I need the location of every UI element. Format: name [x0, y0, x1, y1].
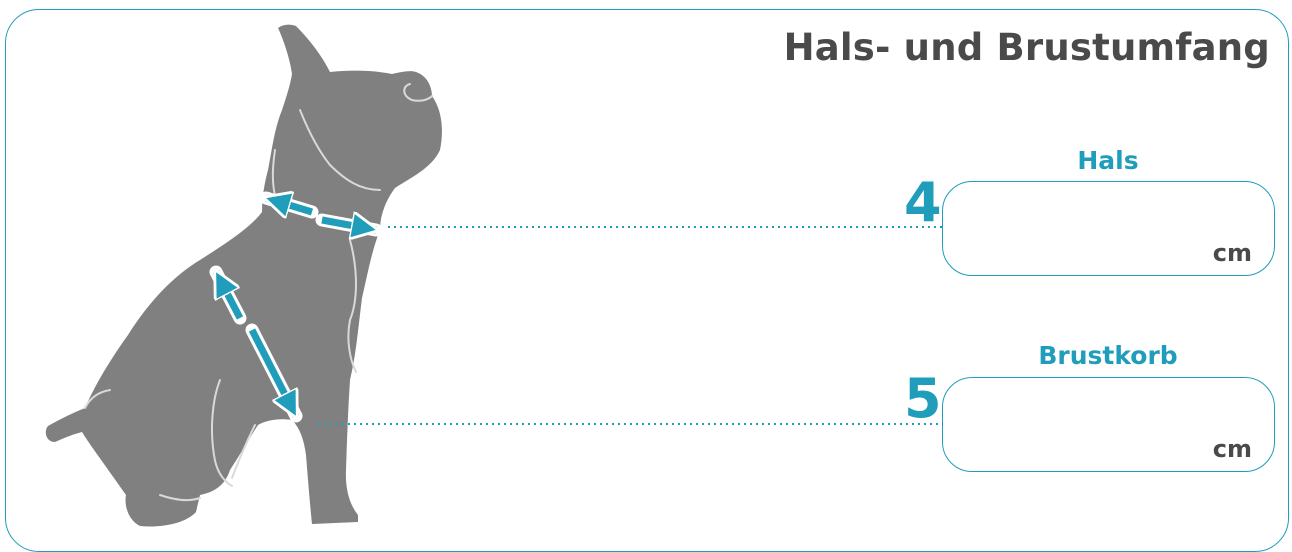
neck-arrow	[259, 198, 383, 230]
chest-label: Brustkorb	[1038, 341, 1178, 370]
dog-silhouette	[45, 24, 442, 527]
chest-input-field[interactable]: cm	[942, 377, 1275, 472]
page-title: Hals- und Brustumfang	[783, 26, 1270, 69]
chest-arrow	[209, 265, 303, 423]
neck-input-field[interactable]: cm	[942, 181, 1275, 276]
neck-number: 4	[904, 171, 942, 234]
chest-number: 5	[904, 367, 942, 430]
chest-unit: cm	[1212, 435, 1252, 463]
neck-label: Hals	[1077, 146, 1139, 175]
neck-unit: cm	[1212, 239, 1252, 267]
